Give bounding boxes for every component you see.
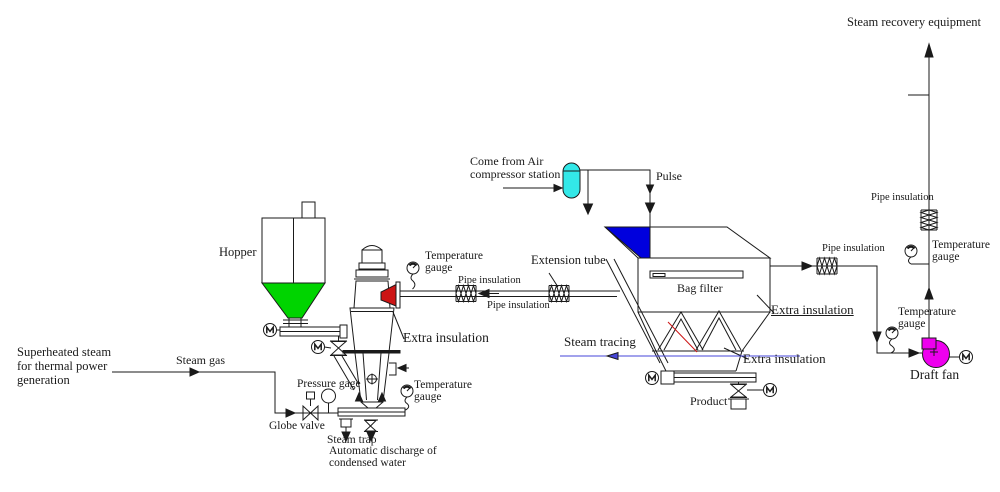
discharge-conveyor	[644, 370, 757, 386]
label-pressure-gage: Pressure gage	[297, 378, 361, 390]
feed-chute	[333, 355, 355, 391]
extra-insulation-leader	[723, 347, 749, 360]
inlet-duct	[605, 258, 661, 364]
air-receiver-tank	[562, 162, 581, 199]
temperature-gauge-icon-dryer-outlet	[405, 260, 421, 290]
side-stub	[389, 362, 397, 376]
flow-arrow-right-icon	[189, 367, 201, 377]
label-come-from-air: Come from Air compressor station	[470, 154, 561, 181]
motor-icon	[644, 370, 660, 386]
extra-insulation-leader	[756, 294, 775, 314]
label-temperature-gauge-dryer-bottom: Temperature gauge	[414, 379, 472, 404]
label-steam-tracing: Steam tracing	[564, 334, 636, 349]
pressure-gauge-icon	[321, 388, 336, 413]
label-pipe-insulation-4: Pipe insulation	[871, 192, 934, 203]
label-steam-gas: Steam gas	[176, 353, 225, 367]
label-pipe-insulation-1: Pipe insulation	[458, 275, 521, 286]
flow-arrow-up-icon	[924, 42, 934, 58]
label-automatic-discharge: Automatic discharge of condensed water	[329, 445, 437, 470]
label-pulse: Pulse	[656, 169, 683, 183]
extension-tube-leader	[548, 272, 559, 288]
motor-icon	[310, 339, 326, 355]
motor-icon	[958, 349, 974, 365]
temperature-gauge-icon-fan-inlet	[884, 325, 900, 354]
extra-insulation-leader	[392, 311, 405, 340]
label-temperature-gauge-dryer-outlet: Temperature gauge	[425, 250, 483, 275]
flow-arrow-right-icon	[285, 408, 297, 418]
temperature-gauge-icon-riser	[903, 243, 929, 265]
filter-outlet-pipe	[770, 257, 922, 358]
filter-bag	[657, 311, 704, 351]
label-globe-valve: Globe valve	[269, 420, 325, 432]
flow-arrow-left-icon	[477, 288, 490, 299]
label-draft-fan: Draft fan	[910, 367, 960, 382]
motor-icon	[762, 382, 778, 398]
product-outlet	[730, 398, 747, 410]
label-extra-insulation-filter: Extra insulation	[771, 302, 854, 317]
product-rotary-valve-icon	[728, 382, 778, 410]
label-extra-insulation-hopper: Extra insulation	[743, 351, 826, 366]
pipe-insulation-icon	[455, 285, 477, 302]
flow-arrow-down-icon	[872, 331, 882, 344]
label-steam-trap: Steam trap	[327, 434, 377, 446]
label-steam-recovery-equipment: Steam recovery equipment	[847, 15, 981, 29]
condensate-valve-icon	[363, 419, 378, 443]
label-temperature-gauge-riser: Temperature gauge	[932, 239, 990, 264]
hopper-vessel	[261, 201, 326, 327]
steam-tracing-line	[560, 351, 800, 361]
flow-arrow-left-icon	[396, 363, 407, 373]
label-superheated-steam: Superheated steam for thermal power gene…	[17, 345, 112, 387]
steam-trap-icon	[339, 418, 353, 443]
motor-icon	[262, 322, 278, 338]
bag-filter-housing	[603, 226, 775, 372]
dryer-column	[337, 245, 409, 417]
steam-supply-pipe	[112, 367, 338, 418]
flow-arrow-right-icon	[801, 261, 814, 271]
flow-arrow-left-icon	[605, 351, 619, 361]
rotary-valve-icon	[310, 336, 362, 391]
label-extra-insulation-dryer: Extra insulation	[403, 330, 489, 345]
extension-tube-insulation-icon	[548, 285, 570, 302]
label-hopper: Hopper	[219, 245, 257, 259]
dryer-outlet-pipe	[400, 272, 620, 302]
draft-fan	[921, 337, 974, 368]
label-pipe-insulation-3: Pipe insulation	[822, 243, 885, 254]
label-pipe-insulation-2: Pipe insulation	[487, 300, 550, 311]
label-extension-tube: Extension tube	[531, 253, 606, 267]
bag-filter-clean-plenum	[603, 226, 651, 259]
label-temperature-gauge-fan-inlet: Temperature gauge	[898, 306, 956, 331]
steam-recovery-riser	[908, 42, 938, 338]
temperature-gauge-icon-dryer-bottom	[399, 383, 415, 411]
flow-arrow-right-icon	[908, 348, 921, 358]
filter-bag	[695, 309, 742, 351]
label-product: Product	[690, 394, 728, 408]
label-bag-filter: Bag filter	[677, 281, 723, 295]
pulse-air-lines	[503, 169, 656, 227]
globe-valve-icon	[302, 391, 319, 422]
flow-arrow-right-icon	[553, 183, 564, 193]
flow-arrow-up-icon	[924, 286, 934, 300]
screw-feeder	[262, 322, 348, 339]
